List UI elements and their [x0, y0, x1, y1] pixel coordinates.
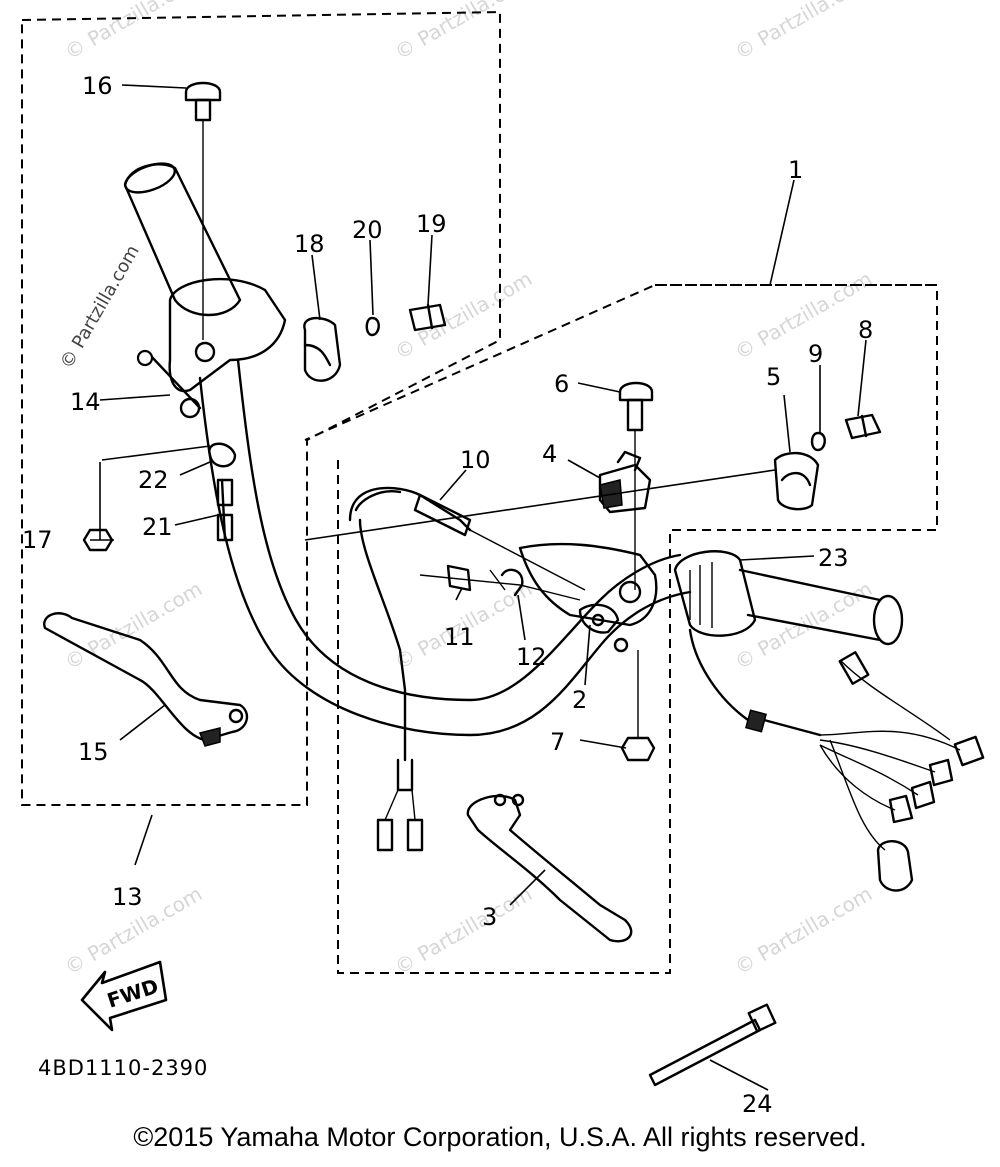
bolt-6 — [618, 381, 654, 590]
callout-1: 1 — [788, 156, 803, 184]
callout-10: 10 — [460, 446, 491, 474]
callout-6: 6 — [554, 370, 569, 398]
callout-21: 21 — [142, 513, 173, 541]
leader-lines — [90, 84, 867, 1091]
callout-22: 22 — [138, 466, 169, 494]
bolt-8 — [844, 413, 882, 440]
copyright-footer: ©2015 Yamaha Motor Corporation, U.S.A. A… — [133, 1122, 867, 1152]
nut-7 — [613, 637, 656, 762]
watermark: © Partzilla.com — [731, 0, 877, 64]
callout-5: 5 — [766, 363, 781, 391]
callout-18: 18 — [294, 230, 325, 258]
callout-19: 19 — [416, 210, 447, 238]
clamp-18 — [303, 316, 342, 382]
handlebar — [198, 358, 692, 737]
callout-16: 16 — [82, 72, 113, 100]
callout-15: 15 — [78, 738, 109, 766]
callout-12: 12 — [516, 643, 547, 671]
callout-23: 23 — [818, 544, 849, 572]
cable-11 — [419, 564, 581, 601]
left-grip-assembly — [82, 162, 287, 552]
group-outlines — [21, 10, 938, 974]
part-code: 4BD1110-2390 — [38, 1056, 209, 1080]
callout-4: 4 — [542, 440, 557, 468]
callouts: 16 14 22 17 21 18 20 19 15 13 1 6 4 5 9 … — [22, 72, 873, 1118]
callout-14: 14 — [70, 388, 101, 416]
switch-4 — [598, 450, 652, 514]
watermark: © Partzilla.com — [61, 0, 207, 64]
cable-10 — [348, 486, 586, 852]
washer-20 — [365, 316, 380, 337]
clamp-5 — [773, 451, 820, 511]
cable-tie-24 — [648, 1003, 777, 1087]
callout-24: 24 — [742, 1090, 773, 1118]
watermark: © Partzilla.com — [391, 881, 537, 979]
callout-13: 13 — [112, 883, 143, 911]
washer-9 — [810, 431, 826, 452]
watermark-dark: © Partzilla.com — [56, 242, 144, 373]
callout-17: 17 — [22, 526, 53, 554]
wire-harness — [688, 628, 985, 892]
throttle-grip-23 — [673, 550, 904, 646]
callout-2: 2 — [572, 686, 587, 714]
fwd-arrow: FWD — [80, 960, 168, 1032]
bolt-16 — [184, 81, 222, 340]
callout-3: 3 — [482, 903, 497, 931]
right-lever-holder — [518, 542, 658, 634]
callout-8: 8 — [858, 316, 873, 344]
callout-11: 11 — [444, 623, 475, 651]
lever-3 — [466, 793, 633, 943]
callout-9: 9 — [808, 340, 823, 368]
watermark: © Partzilla.com — [391, 0, 537, 64]
spring-12 — [500, 568, 524, 597]
watermark: © Partzilla.com — [61, 576, 207, 674]
watermark: © Partzilla.com — [731, 266, 877, 364]
bolt-19 — [408, 303, 447, 332]
watermarks: © Partzilla.com © Partzilla.com © Partzi… — [56, 0, 876, 979]
callout-7: 7 — [550, 728, 565, 756]
lever-15 — [43, 612, 249, 747]
callout-20: 20 — [352, 216, 383, 244]
watermark: © Partzilla.com — [731, 881, 877, 979]
